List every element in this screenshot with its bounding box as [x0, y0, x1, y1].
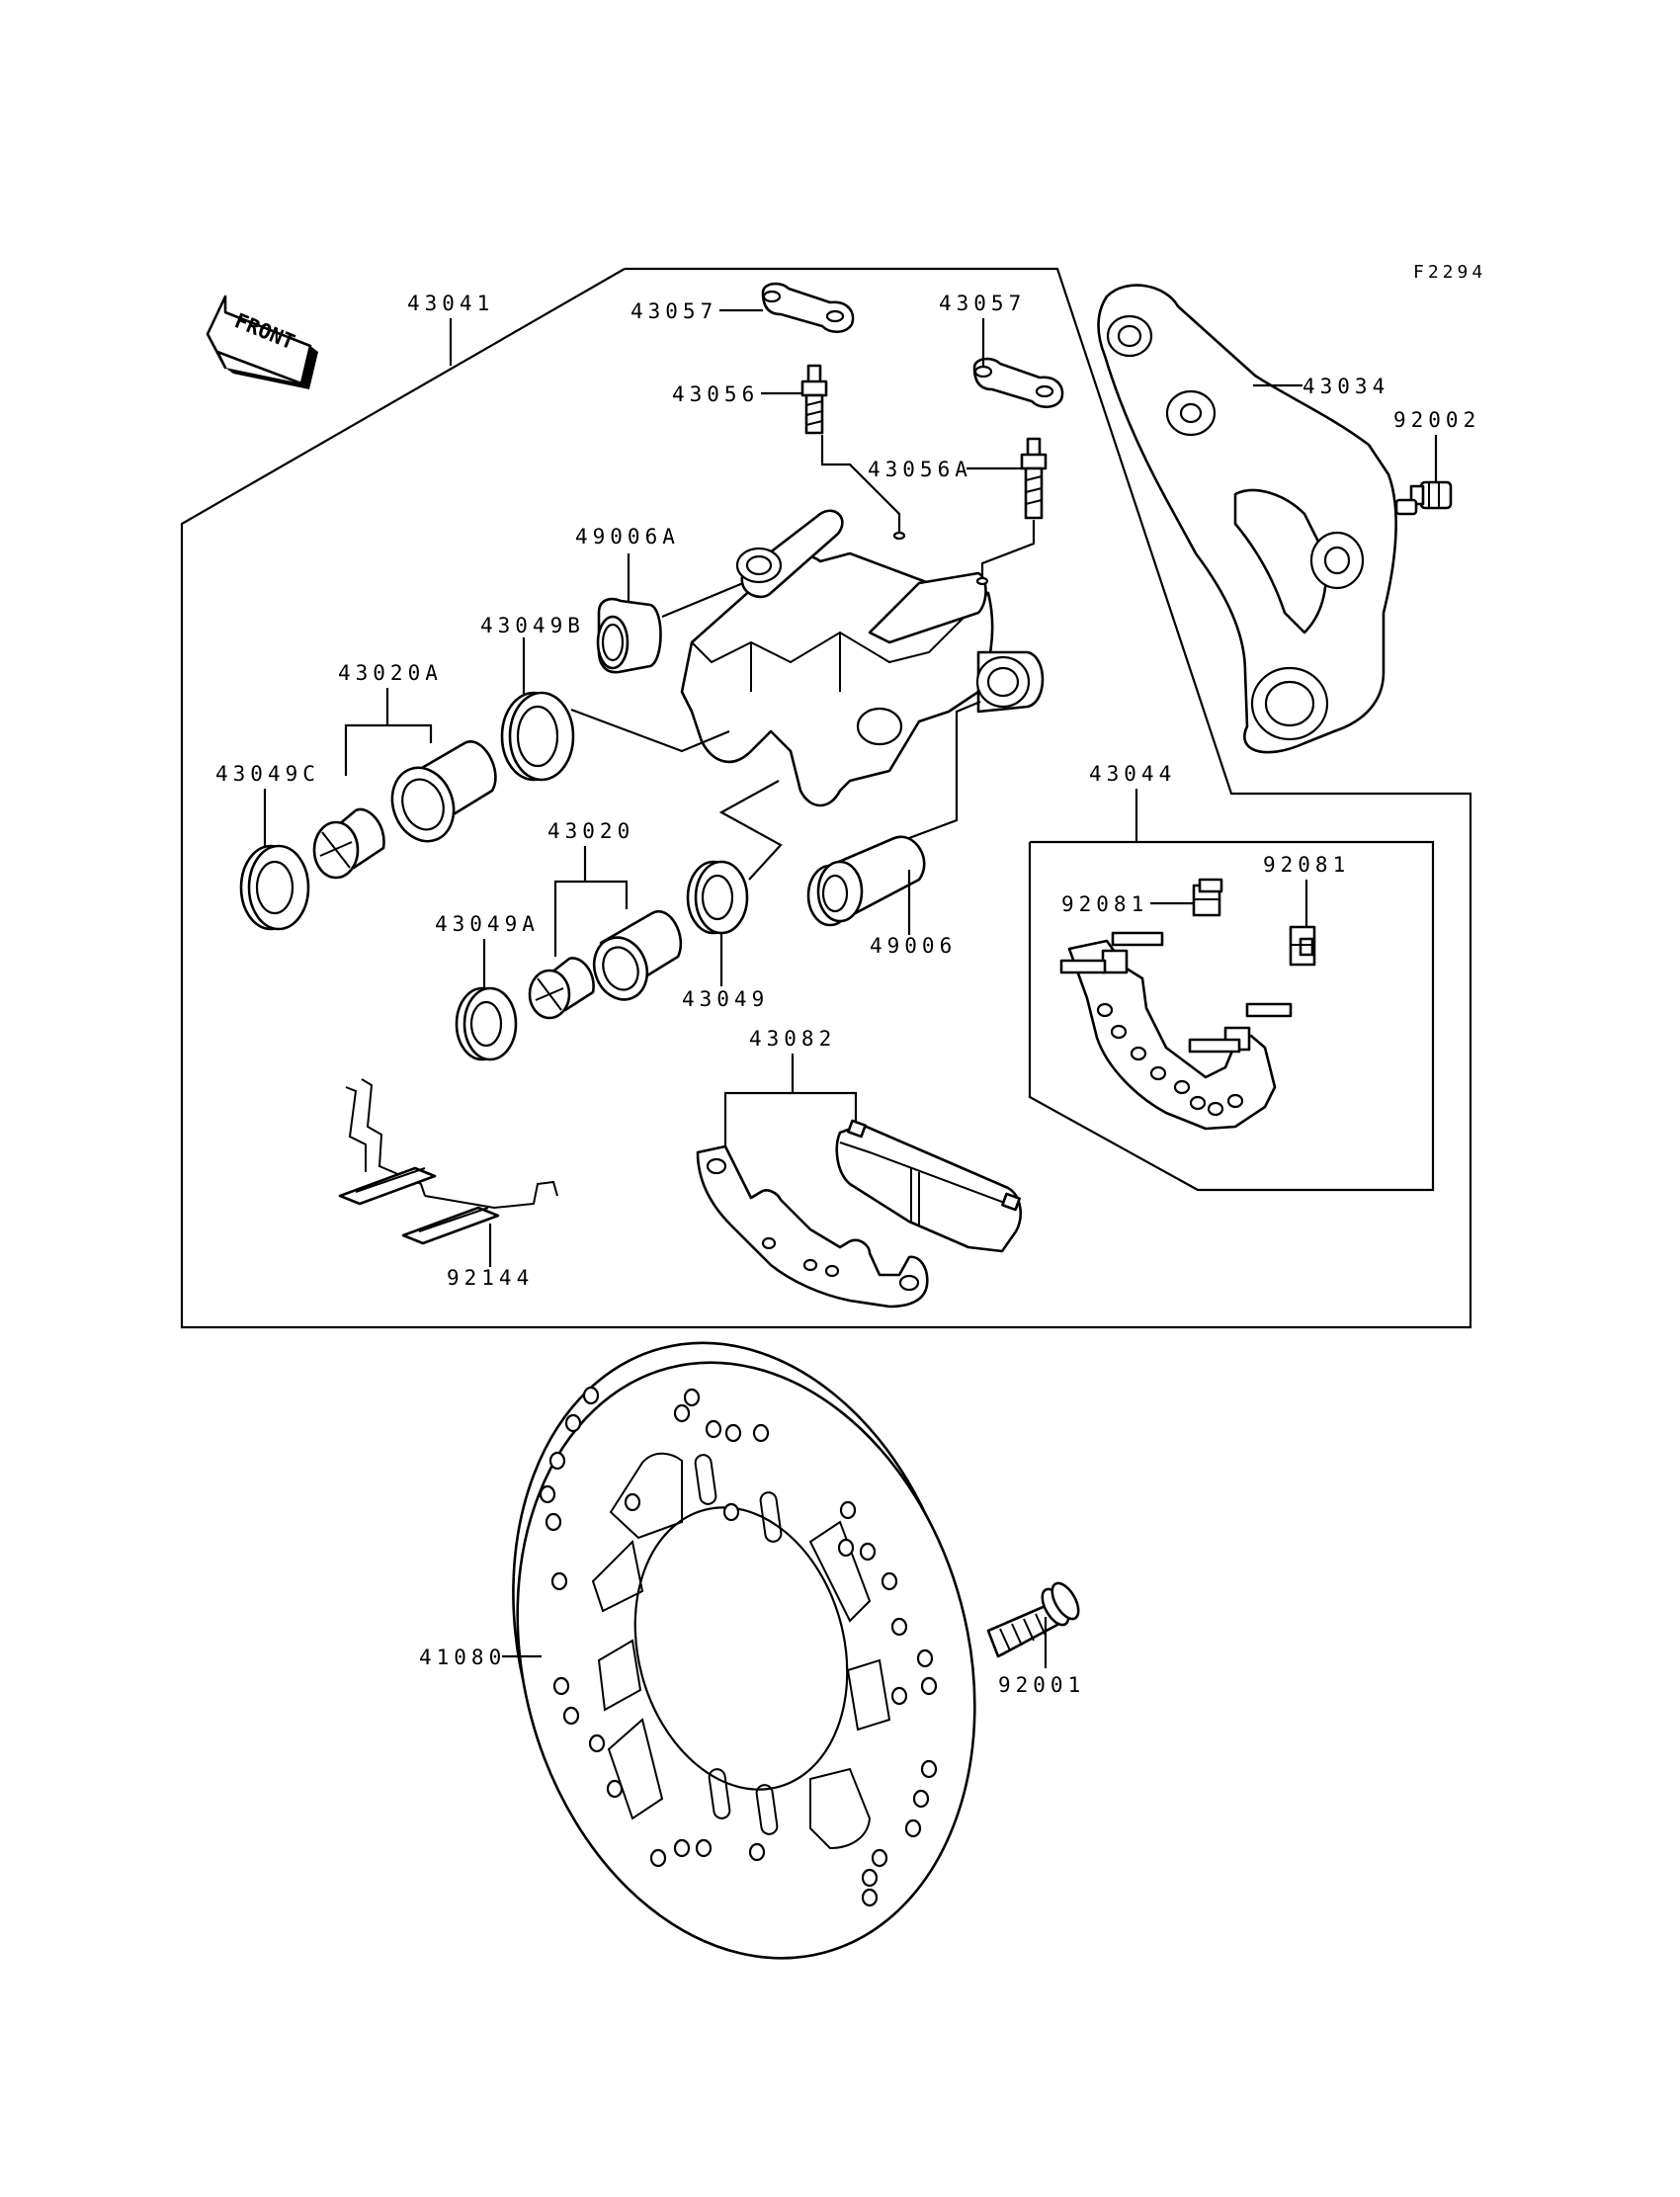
caliper-mounting-bracket-part: [1059, 931, 1293, 1131]
seal-c-part: [239, 844, 310, 931]
part-label-43020: 43020: [547, 819, 634, 843]
part-label-92001: 92001: [998, 1673, 1085, 1697]
bolt-92002-part: [1394, 480, 1453, 516]
caliper-bracket-part: [1097, 284, 1397, 754]
part-label-43020A: 43020A: [338, 661, 443, 685]
part-label-43056A: 43056A: [868, 458, 972, 481]
part-label-43041: 43041: [407, 292, 494, 315]
part-label-43034: 43034: [1302, 375, 1389, 398]
part-label-49006: 49006: [870, 934, 957, 958]
part-label-41080: 41080: [419, 1646, 506, 1669]
clip-b-part: [1289, 925, 1316, 967]
kit-43044-boundary: [1028, 840, 1435, 1192]
piston-insulator-a-part: [312, 807, 385, 880]
part-label-43049A: 43049A: [435, 912, 540, 936]
part-label-92144: 92144: [447, 1266, 534, 1290]
pad-spring-part: [338, 1078, 558, 1245]
disc-bolt-part: [986, 1581, 1080, 1658]
brake-pad-shim-part: [696, 1144, 929, 1309]
bleeder-cap-part-b: [972, 357, 1064, 409]
part-label-43049C: 43049C: [215, 762, 320, 786]
part-label-43049B: 43049B: [480, 614, 585, 637]
brake-pad-part: [835, 1119, 1022, 1253]
part-label-92002: 92002: [1393, 408, 1480, 432]
caliper-body-part: [680, 509, 1045, 807]
rubber-boot-part: [806, 835, 926, 927]
rubber-boot-a-part: [596, 597, 662, 674]
bleeder-valve-part: [800, 364, 828, 435]
bleeder-cap-part-a: [761, 282, 855, 334]
front-arrow-icon: FRONT: [206, 295, 318, 389]
bleeder-valve-a-part: [1020, 437, 1048, 520]
part-label-43057-a: 43057: [630, 299, 717, 323]
piston-insulator-part: [528, 957, 595, 1020]
seal-b-part: [500, 691, 575, 782]
seal-part: [686, 860, 749, 935]
clip-a-part: [1192, 878, 1223, 917]
piston-part: [592, 909, 683, 1001]
figure-code: F2294: [1413, 262, 1486, 283]
part-label-49006A: 49006A: [575, 525, 680, 549]
part-label-43082: 43082: [749, 1027, 836, 1051]
part-label-92081-b: 92081: [1263, 853, 1350, 877]
part-label-43044: 43044: [1089, 762, 1176, 786]
part-label-43049: 43049: [682, 987, 769, 1011]
part-label-43057-b: 43057: [939, 292, 1026, 315]
brake-disc-part: [512, 1341, 976, 1960]
part-label-43056: 43056: [672, 382, 759, 406]
seal-a-part: [455, 986, 518, 1061]
part-label-92081-a: 92081: [1061, 892, 1148, 916]
caliper-assembly-boundary: [180, 267, 1472, 1329]
piston-part-a: [390, 740, 497, 843]
